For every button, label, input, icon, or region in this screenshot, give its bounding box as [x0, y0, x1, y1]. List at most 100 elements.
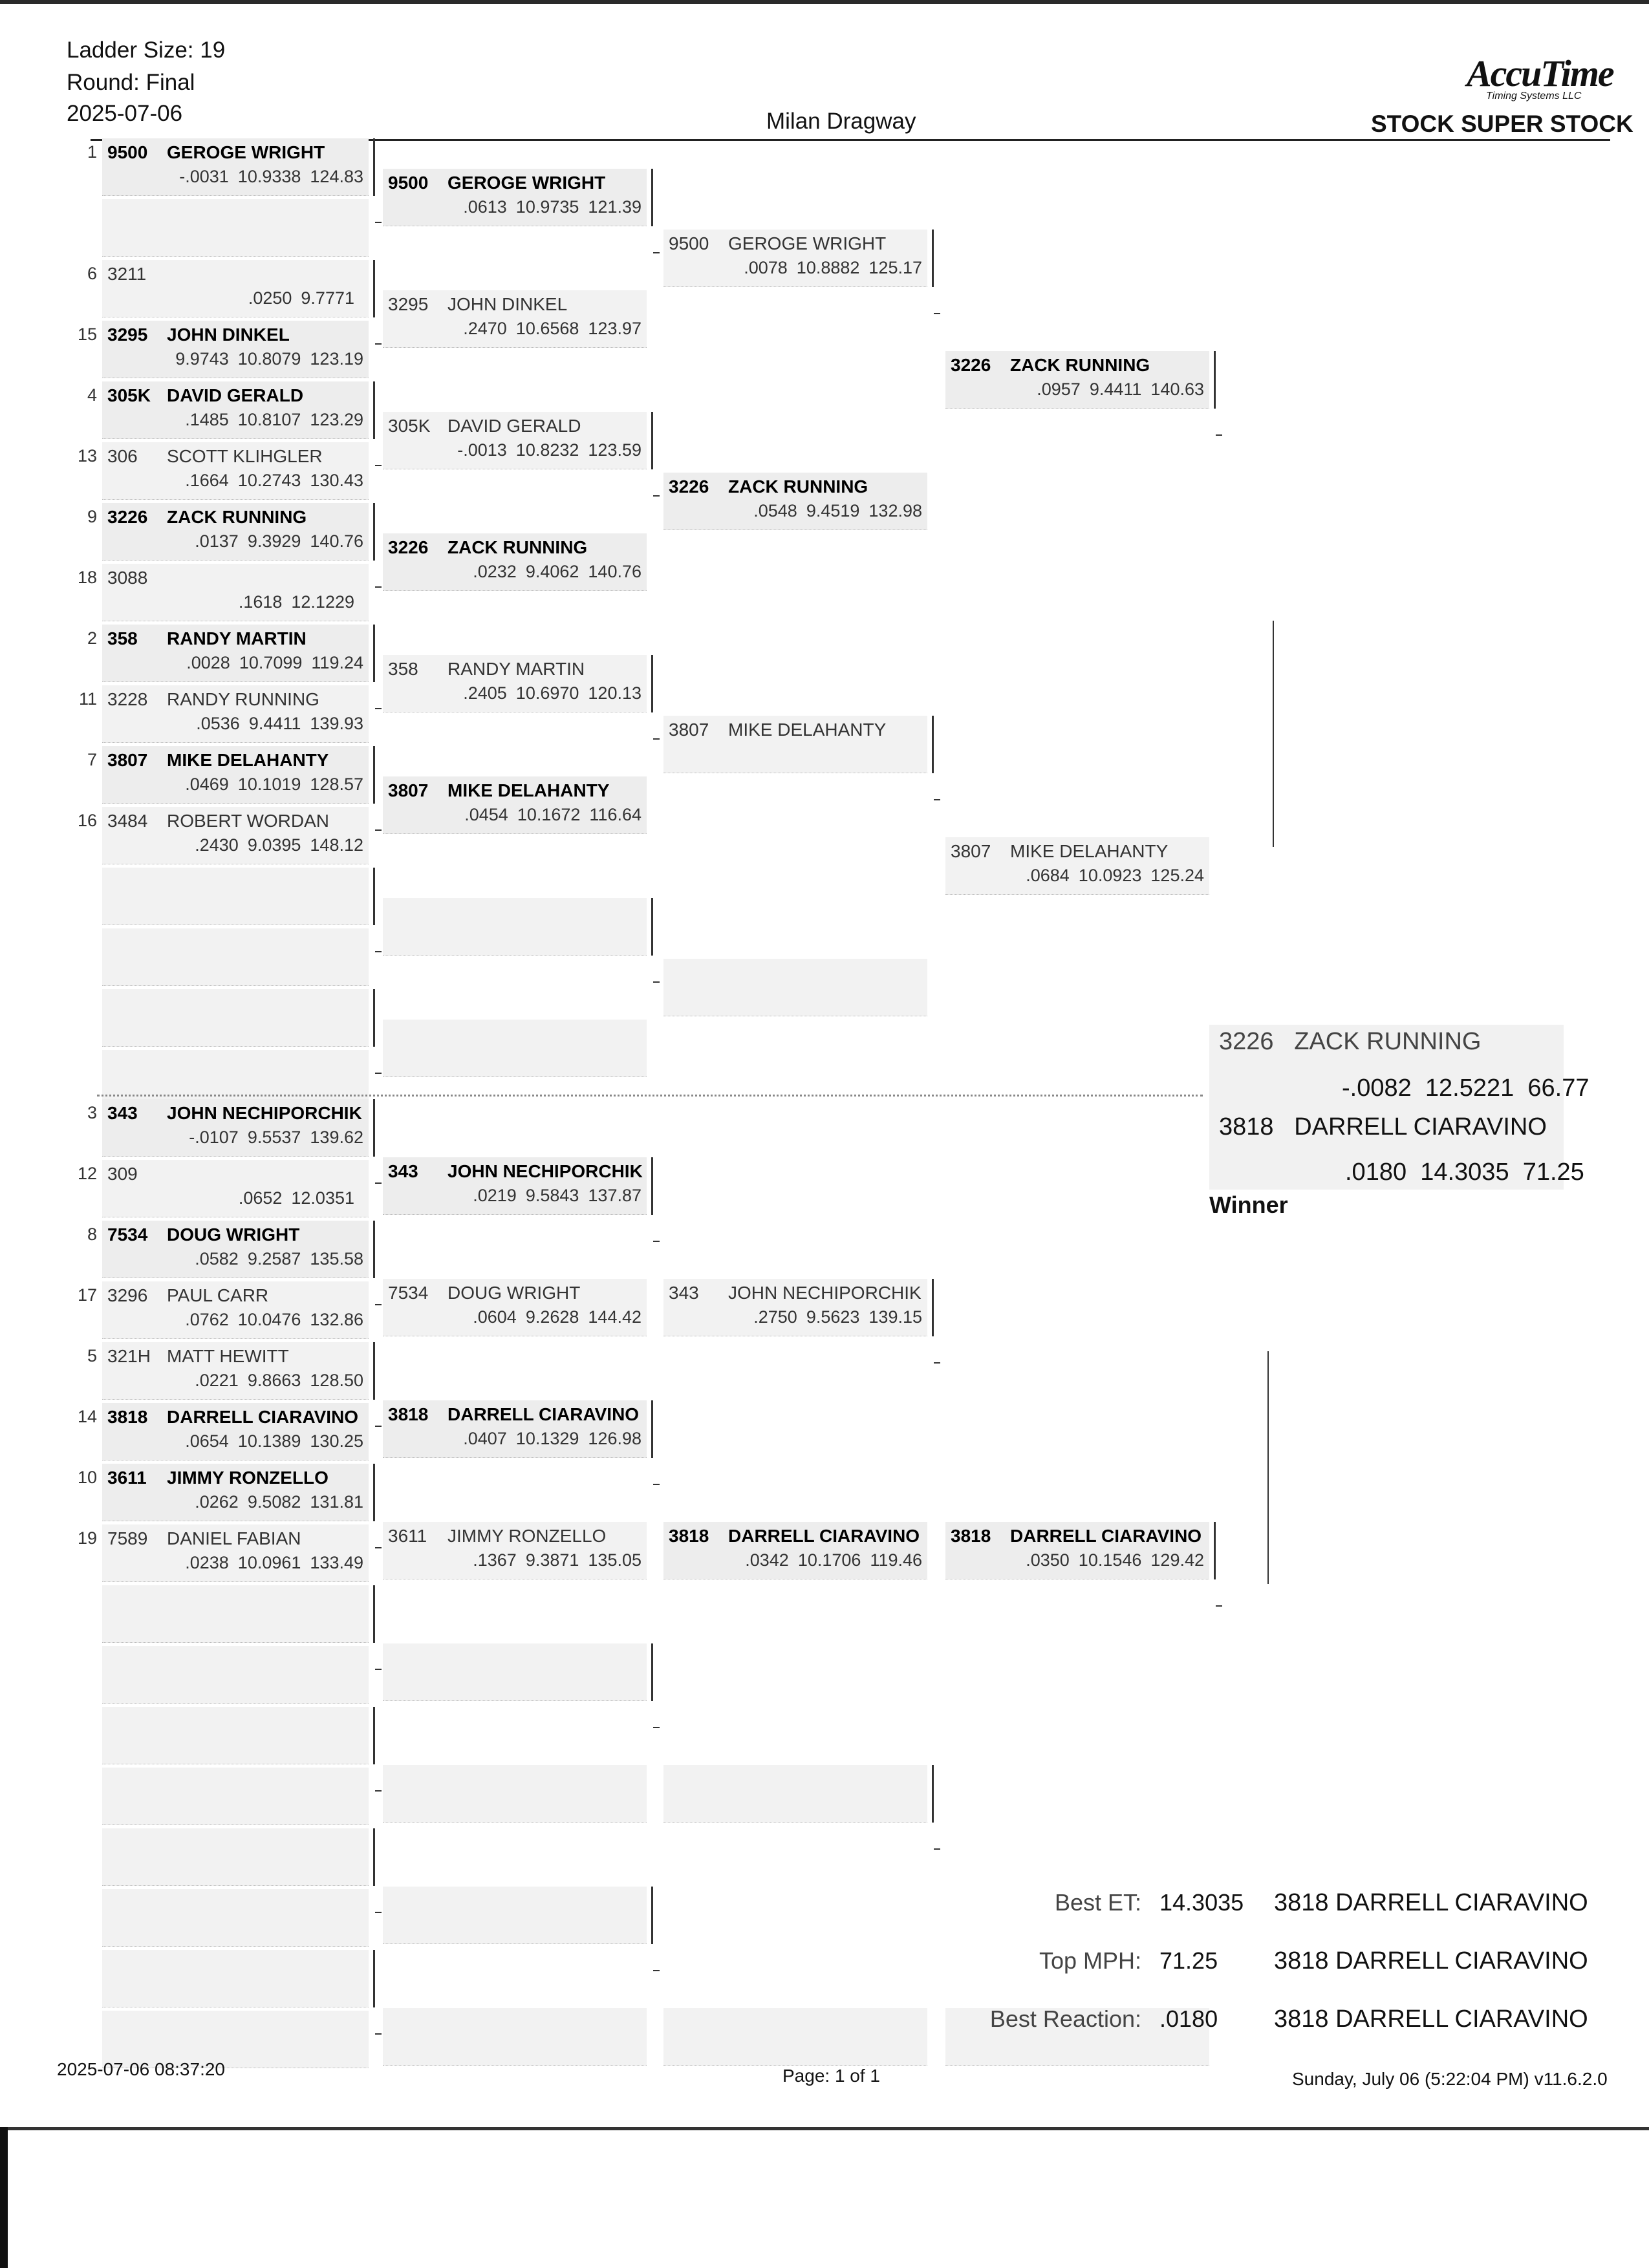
driver-name: MIKE DELAHANTY	[728, 720, 887, 740]
car-number: 309	[107, 1164, 138, 1184]
car-number: 343	[107, 1103, 138, 1123]
driver-name: DANIEL FABIAN	[167, 1528, 301, 1548]
seed-number: 7	[87, 750, 97, 769]
driver-name: RANDY MARTIN	[447, 659, 585, 679]
run-stats	[336, 1918, 363, 1938]
trap-speed: 137.87	[588, 1186, 641, 1205]
entry-background	[102, 868, 369, 925]
printed-timestamp: 2025-07-06 08:37:20	[57, 2059, 225, 2079]
run-stats	[336, 1796, 363, 1816]
seed-number: 13	[78, 446, 98, 465]
bracket-line	[373, 260, 375, 317]
elapsed-time: 10.8079	[237, 349, 301, 369]
elapsed-time: 10.9735	[515, 197, 579, 217]
bracket-line	[651, 169, 653, 226]
event-date: 2025-07-06	[67, 101, 183, 126]
entry-background	[663, 1522, 927, 1579]
entry-background	[102, 2011, 369, 2068]
bracket-line	[373, 381, 375, 439]
accutime-logo: AccuTime	[1467, 52, 1615, 94]
round2-entry	[383, 898, 653, 956]
reaction-time: .0221	[195, 1371, 239, 1390]
run-stats	[336, 1978, 363, 1998]
driver-name: ZACK RUNNING	[1010, 355, 1150, 375]
entry-background	[102, 1828, 369, 1886]
elapsed-time: 9.5537	[247, 1128, 301, 1147]
top-mph-driver: 3818 DARRELL CIARAVINO	[1274, 1947, 1588, 1974]
trap-speed: 124.83	[310, 167, 363, 186]
best-et-label: Best ET:	[1054, 1889, 1141, 1916]
best-et-driver: 3818 DARRELL CIARAVINO	[1274, 1889, 1588, 1916]
bracket-line	[373, 138, 375, 196]
elapsed-time: 9.4062	[525, 562, 579, 581]
elapsed-time: 10.2743	[237, 471, 301, 490]
entry-background	[102, 807, 369, 864]
winner-label: Winner	[1209, 1192, 1288, 1218]
trap-speed: 130.25	[310, 1431, 363, 1451]
trap-speed: 129.42	[1150, 1550, 1204, 1570]
bracket-line	[651, 1400, 653, 1458]
car-number: 7589	[107, 1528, 148, 1548]
elapsed-time: 12.0351	[291, 1188, 354, 1208]
accutime-logo-sub: Timing Systems LLC	[1486, 91, 1582, 102]
car-number: 3226	[951, 355, 991, 375]
bracket-connector	[375, 1669, 382, 1670]
reaction-time: .0652	[238, 1188, 283, 1208]
final-result-box	[1209, 1025, 1564, 1190]
entry-background	[383, 1765, 647, 1823]
bracket-connector	[653, 1241, 660, 1242]
car-number: 9500	[107, 142, 148, 162]
elapsed-time: 9.5082	[247, 1492, 301, 1512]
driver-name: PAUL CARR	[167, 1285, 269, 1305]
elapsed-time: 10.8232	[515, 440, 579, 460]
reaction-time: -.0107	[189, 1128, 239, 1147]
entry-background	[383, 655, 647, 712]
entry-background	[945, 837, 1209, 895]
elapsed-time: 10.1546	[1078, 1550, 1142, 1570]
bracket-line	[373, 1585, 375, 1643]
best-reaction-value: .0180	[1159, 2006, 1218, 2032]
entry-background	[102, 442, 369, 500]
car-number: 305K	[388, 416, 431, 436]
bracket-line	[373, 625, 375, 682]
reaction-time: .0582	[195, 1249, 239, 1268]
bracket-connector	[375, 2033, 382, 2035]
reaction-time: .2470	[463, 319, 507, 338]
reaction-time: .0350	[1026, 1550, 1070, 1570]
seed-number: 8	[87, 1225, 97, 1244]
bracket-connector	[934, 1848, 940, 1850]
entry-background	[102, 564, 369, 621]
elapsed-time: 10.1019	[237, 775, 301, 794]
elapsed-time: 9.5623	[806, 1307, 860, 1327]
trap-speed: 140.76	[310, 531, 363, 551]
bracket-line	[373, 1950, 375, 2007]
reaction-time: .0454	[464, 805, 508, 824]
entry-background	[383, 1643, 647, 1701]
elapsed-time: 9.0395	[247, 835, 301, 855]
final-lane1-stats: -.0082 12.5221 66.77	[1342, 1075, 1589, 1102]
seed-number: 15	[78, 325, 98, 344]
bracket-connector	[375, 465, 382, 466]
bracket-connector	[375, 1182, 382, 1184]
seed-number: 11	[78, 689, 97, 709]
reaction-time: .0238	[185, 1553, 229, 1572]
trap-speed: 140.63	[1150, 380, 1204, 399]
car-number: 9500	[669, 233, 709, 253]
car-number: 3611	[388, 1526, 427, 1546]
car-number: 305K	[107, 385, 151, 405]
